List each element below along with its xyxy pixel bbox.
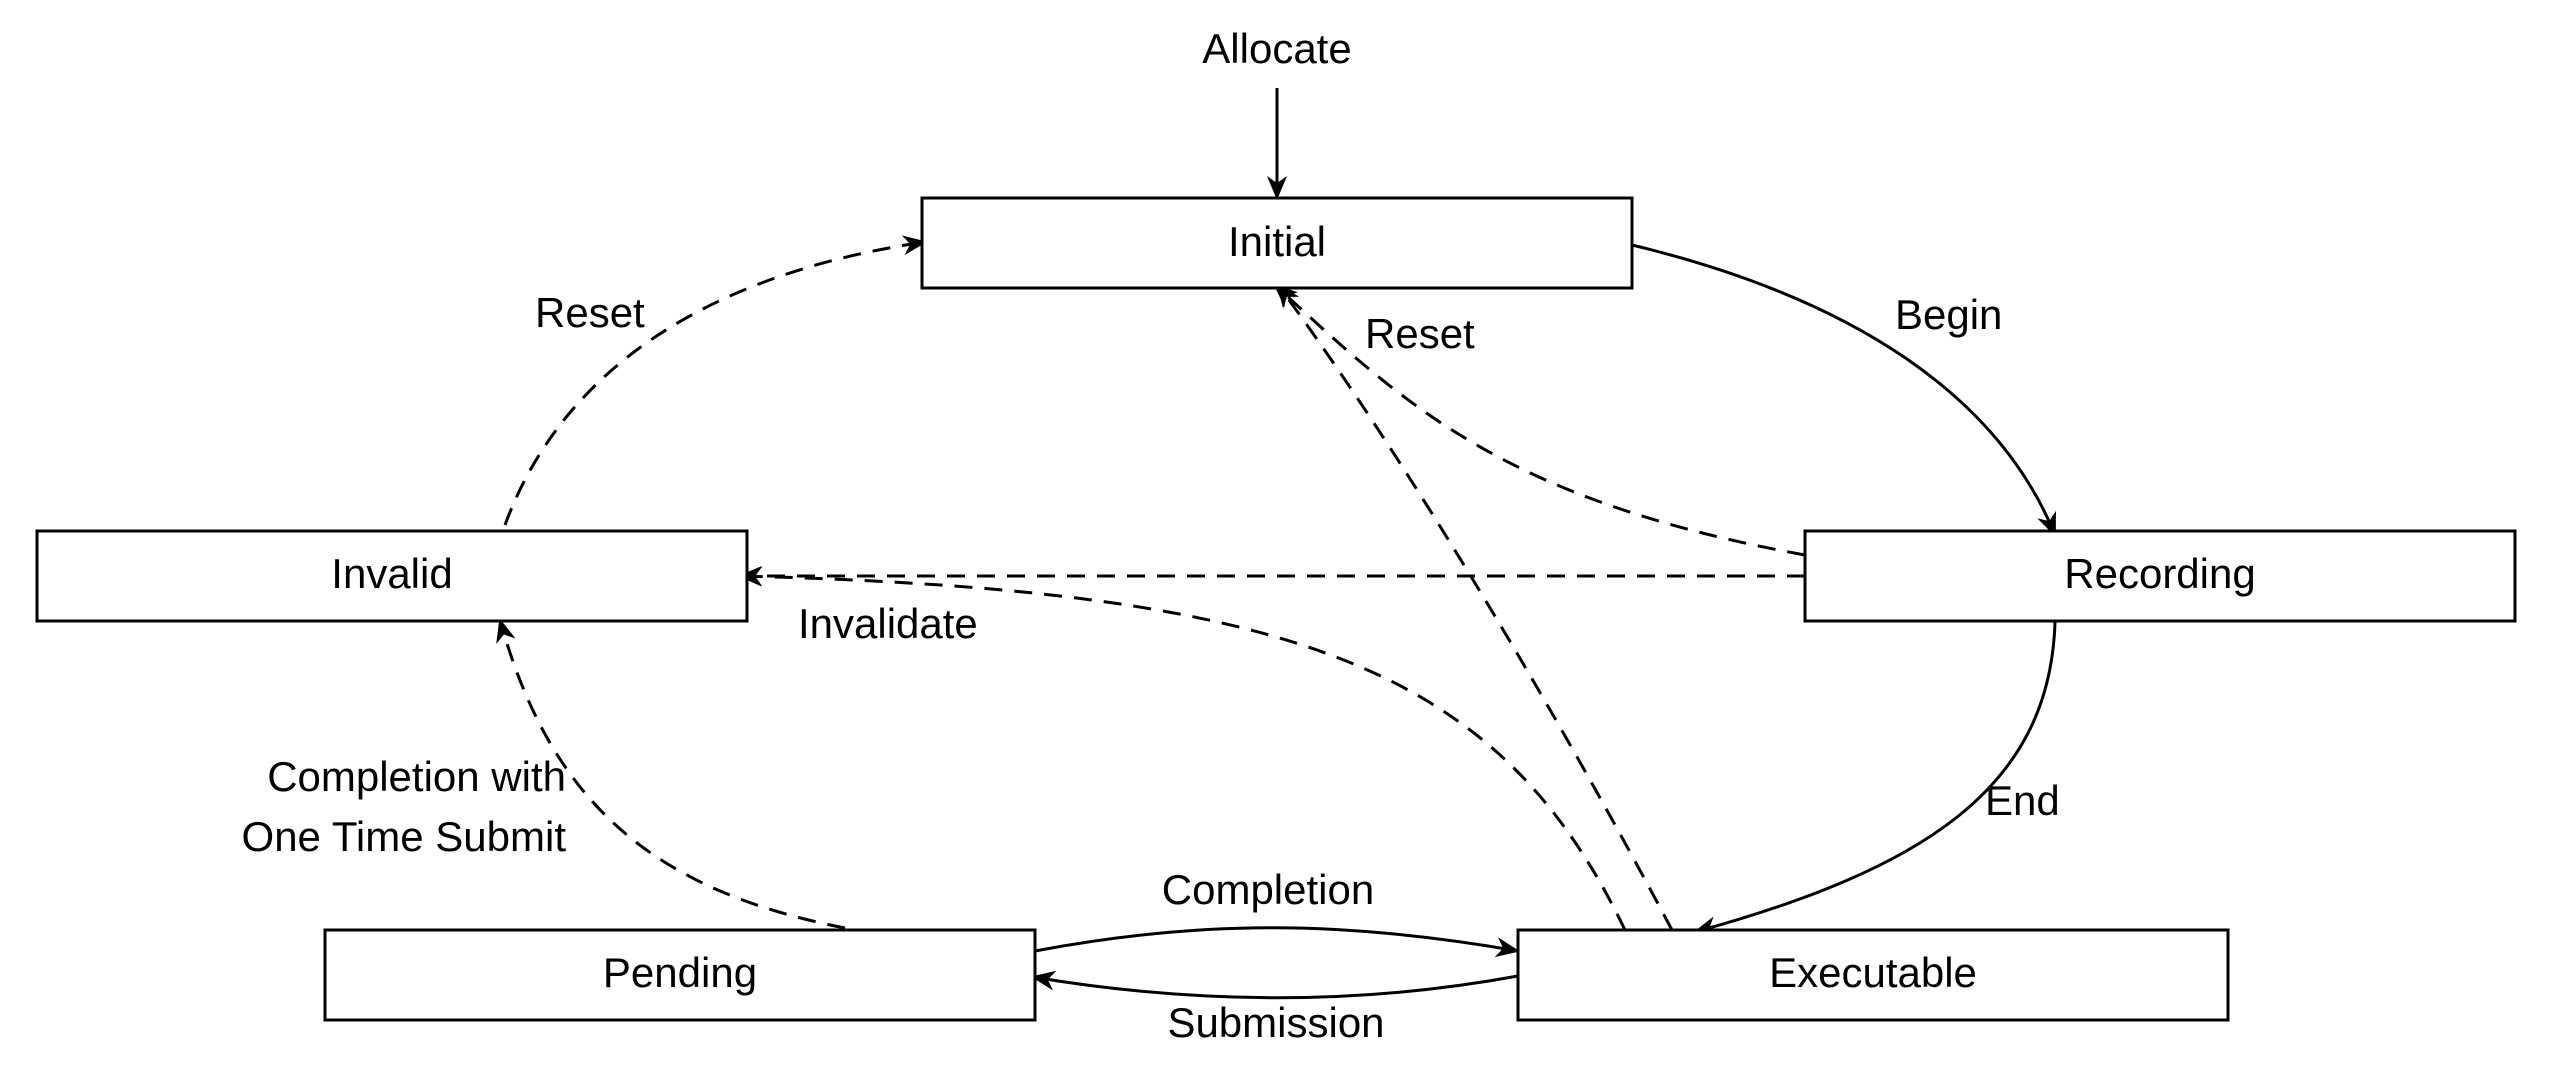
allocate-label: Allocate [1202,25,1351,72]
completion-one-time-label-line1: Completion with [267,753,566,800]
state-invalid: Invalid [35,529,749,623]
reset-executable-to-initial-arrow [1276,283,1674,931]
begin-label: Begin [1895,291,2002,338]
begin-arrow [1631,243,2057,537]
state-recording-label: Recording [2064,550,2255,597]
reset-invalid-to-initial-arrow [503,235,927,526]
invalidate-label: Invalidate [798,600,978,647]
state-pending-label: Pending [603,949,757,996]
completion-one-time-arrow [496,618,846,930]
end-label: End [1985,777,2060,824]
state-recording: Recording [1803,529,2517,623]
state-executable-label: Executable [1769,949,1977,996]
end-arrow [1693,621,2057,936]
completion-arrow [1034,926,1520,958]
invalidate-executable-arrow [738,566,1627,931]
state-initial: Initial [920,196,1634,290]
reset-invalid-label: Reset [535,289,645,336]
state-initial-label: Initial [1228,218,1326,265]
submission-arrow [1031,970,1519,1000]
reset-initial-label: Reset [1365,310,1475,357]
completion-one-time-label-line2: One Time Submit [242,813,567,860]
state-invalid-label: Invalid [331,550,452,597]
completion-label: Completion [1162,866,1374,913]
reset-recording-to-initial-arrow [1273,283,1806,557]
state-executable: Executable [1516,928,2230,1022]
state-pending: Pending [323,928,1037,1022]
submission-label: Submission [1167,999,1384,1046]
